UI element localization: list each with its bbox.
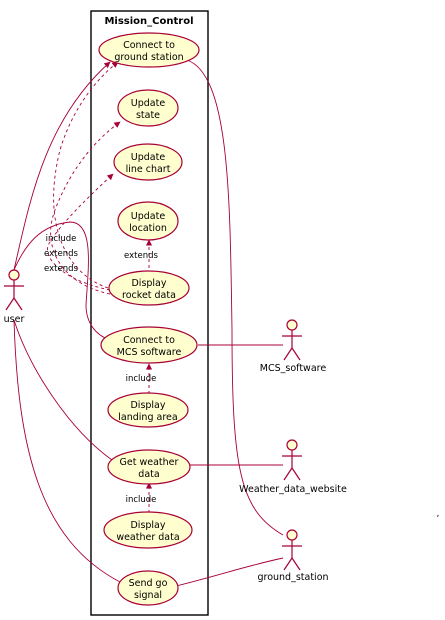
usecase-get-weather-data: Get weather data — [107, 449, 191, 485]
usecase-display-landing-area: Display landing area — [107, 392, 189, 428]
actor-ground-station: ground_station — [257, 529, 329, 583]
usecase-update-location: Update location — [117, 201, 179, 241]
svg-text:Update: Update — [131, 152, 166, 163]
dep-rocket-to-ground — [53, 61, 119, 289]
actor-mcs-software-label: MCS_software — [260, 363, 327, 374]
usecase-update-state: Update state — [117, 89, 179, 127]
stray-mark: , — [437, 509, 440, 519]
svg-text:signal: signal — [134, 590, 162, 601]
system-title: Mission_Control — [104, 16, 193, 27]
assoc-user-get-weather — [13, 319, 113, 461]
svg-text:Update: Update — [131, 211, 166, 222]
actor-weather-data-website: Weather_data_website — [239, 439, 347, 495]
dep-rocket-to-chart — [47, 173, 114, 291]
svg-text:landing area: landing area — [118, 412, 177, 423]
usecase-update-line-chart: Update line chart — [113, 143, 183, 181]
svg-text:MCS software: MCS software — [117, 347, 182, 358]
svg-text:location: location — [129, 223, 167, 234]
svg-text:rocket data: rocket data — [122, 290, 176, 301]
assoc-send-go-ground — [175, 557, 284, 587]
svg-text:Connect to: Connect to — [123, 40, 175, 51]
svg-text:line chart: line chart — [126, 164, 171, 175]
svg-text:ground station: ground station — [114, 52, 183, 63]
usecase-connect-mcs-software: Connect to MCS software — [100, 326, 198, 364]
label-include-weather: include — [126, 495, 157, 505]
actor-weather-data-website-label: Weather_data_website — [239, 484, 347, 495]
actor-user-label: user — [4, 314, 25, 325]
assoc-user-send-go — [13, 319, 121, 583]
svg-text:Display: Display — [130, 520, 165, 531]
label-include-rocket: include — [46, 234, 77, 244]
usecase-display-weather-data: Display weather data — [103, 511, 193, 549]
label-extends-location: extends — [124, 251, 158, 261]
label-extends-state: extends — [44, 249, 78, 259]
usecase-display-rocket-data: Display rocket data — [108, 270, 190, 306]
actor-ground-station-label: ground_station — [257, 572, 328, 583]
svg-text:Send go: Send go — [129, 578, 168, 589]
system-boundary — [90, 10, 209, 616]
svg-text:Connect to: Connect to — [123, 335, 175, 346]
assoc-user-connect-ground — [13, 61, 111, 271]
actor-mcs-software: MCS_software — [260, 319, 327, 374]
actor-user: user — [4, 269, 25, 325]
usecase-send-go-signal: Send go signal — [117, 570, 179, 606]
usecase-connect-ground-station: Connect to ground station — [98, 32, 200, 68]
svg-text:Display: Display — [131, 278, 166, 289]
svg-text:Display: Display — [130, 400, 165, 411]
svg-text:data: data — [138, 469, 159, 480]
label-extends-chart: extends — [44, 264, 78, 274]
svg-text:Update: Update — [131, 98, 166, 109]
svg-text:Get weather: Get weather — [120, 457, 179, 468]
label-include-landing: include — [126, 374, 157, 384]
dep-rocket-to-state — [50, 121, 121, 295]
assoc-user-connect-mcs — [13, 221, 111, 341]
svg-text:weather data: weather data — [116, 532, 179, 543]
assoc-ground-to-connect-ground — [186, 59, 284, 536]
svg-text:state: state — [136, 110, 160, 121]
